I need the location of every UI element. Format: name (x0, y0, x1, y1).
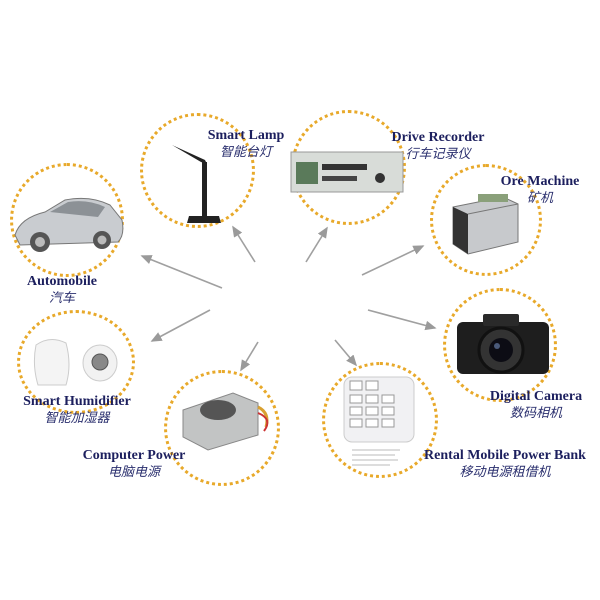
arrow-ore-machine (361, 245, 425, 276)
smart-lamp-label-cn: 智能台灯 (219, 144, 272, 159)
camera-image (457, 314, 549, 374)
arrow-smart-lamp (232, 225, 256, 263)
automobile-label: Automobile (27, 274, 97, 289)
digital-camera-label-cn: 数码相机 (509, 405, 562, 420)
arrow-automobile (140, 255, 223, 289)
drive-recorder-image (290, 151, 404, 193)
lamp-image (172, 145, 221, 223)
car-image (14, 197, 124, 252)
drive-recorder-label: Drive Recorder (391, 130, 485, 145)
computer-power-label: Computer Power (82, 448, 186, 463)
ore-machine-label: Ore Machine (500, 174, 580, 189)
humidifier-label-cn: 智能加湿器 (44, 410, 110, 425)
digital-camera-ring (443, 288, 557, 402)
computer-power-image (182, 392, 269, 451)
automobile-label-cn: 汽车 (48, 290, 75, 305)
drive-recorder-label-cn: 行车记录仪 (405, 146, 471, 161)
power-bank-label-cn: 移动电源租借机 (459, 464, 551, 479)
ore-machine-image (452, 194, 519, 255)
humidifier-image (33, 339, 118, 386)
smart-lamp-ring (140, 113, 255, 228)
ore-machine-ring (430, 164, 542, 276)
arrow-power-bank (334, 339, 358, 367)
power-bank-ring (322, 362, 438, 478)
power-bank-image (343, 376, 415, 466)
arrow-humidifier (150, 309, 211, 342)
power-bank-label: Rental Mobile Power Bank (424, 448, 586, 463)
smart-lamp-label: Smart Lamp (207, 128, 285, 143)
humidifier-ring (17, 310, 135, 414)
computer-power-ring (164, 370, 280, 486)
digital-camera-label: Digital Camera (489, 389, 583, 404)
ore-machine-label-cn: 矿机 (526, 190, 554, 205)
computer-power-label-cn: 电脑电源 (107, 464, 160, 479)
humidifier-label: Smart Humidifier (23, 394, 131, 409)
arrow-drive-recorder (305, 226, 328, 263)
arrow-digital-camera (367, 309, 437, 331)
arrow-computer-power (240, 341, 259, 372)
